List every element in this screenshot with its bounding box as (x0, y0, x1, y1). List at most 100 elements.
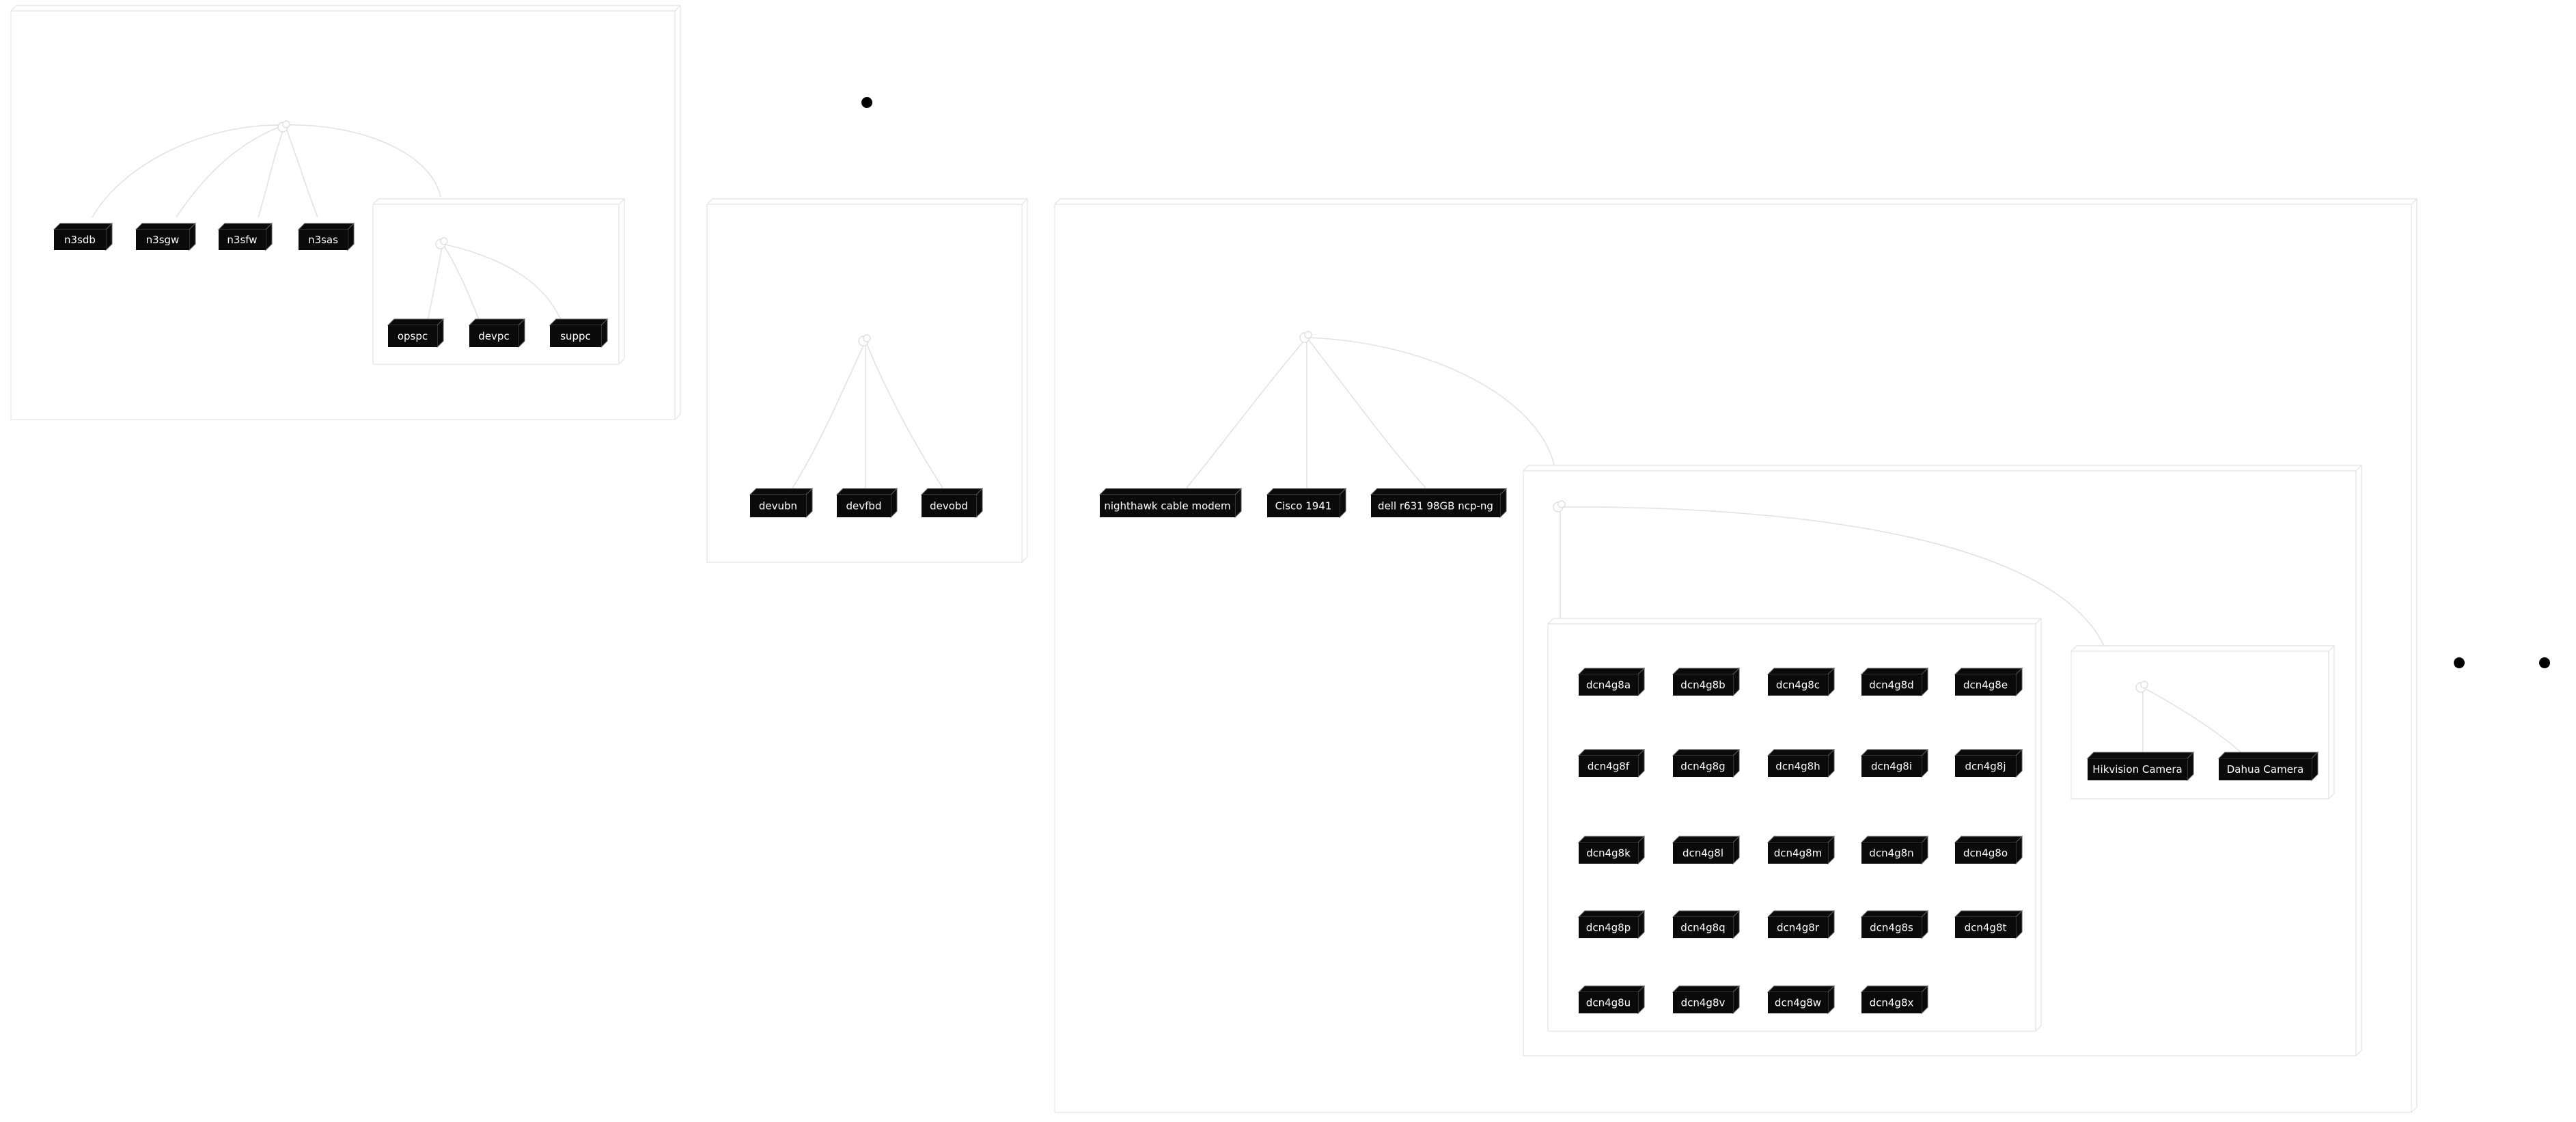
device-node[interactable]: dcn4g8j (1954, 748, 2023, 778)
node-label: dcn4g8s (1870, 922, 1913, 934)
node-label: opspc (398, 330, 428, 342)
device-node[interactable]: dcn4g8n (1860, 835, 1929, 865)
node-label: dcn4g8h (1775, 761, 1820, 773)
device-node[interactable]: dcn4g8q (1672, 909, 1741, 940)
device-node[interactable]: dcn4g8h (1767, 748, 1836, 778)
connection-edge (284, 124, 318, 218)
node-top-face (53, 223, 113, 230)
node-label: devubn (759, 500, 797, 512)
node-front-face (219, 230, 266, 250)
device-node[interactable]: n3sas (297, 222, 355, 251)
node-top-face (1767, 985, 1836, 993)
device-node[interactable]: dcn4g8s (1860, 909, 1929, 940)
device-node[interactable]: dcn4g8w (1767, 985, 1836, 1015)
device-node[interactable]: nighthawk cable modem (1098, 487, 1243, 519)
device-node[interactable]: dcn4g8p (1577, 909, 1646, 940)
node-top-face (1672, 668, 1741, 675)
node-front-face (1861, 992, 1922, 1013)
node-front-face (1673, 756, 1733, 777)
node-front-face (550, 325, 601, 347)
node-front-face (1768, 917, 1828, 938)
device-node[interactable]: dcn4g8g (1672, 748, 1741, 778)
device-node[interactable]: dcn4g8c (1767, 667, 1836, 697)
node-label: nighthawk cable modem (1104, 500, 1230, 512)
node-label: Dahua Camera (2227, 763, 2304, 776)
device-node[interactable]: dcn4g8b (1672, 667, 1741, 697)
node-top-face (135, 223, 197, 230)
node-top-face (1860, 910, 1929, 918)
device-node[interactable]: Dahua Camera (2217, 751, 2319, 782)
node-label: n3sfw (227, 234, 257, 246)
node-front-face (1955, 843, 2016, 864)
node-label: dcn4g8r (1777, 922, 1820, 934)
connection-edge (865, 340, 943, 489)
device-node[interactable]: dcn4g8t (1954, 909, 2023, 940)
device-node[interactable]: dell r631 98GB ncp-ng (1370, 487, 1508, 519)
node-top-face (1672, 749, 1741, 756)
device-node[interactable]: dcn4g8l (1672, 835, 1741, 865)
device-node[interactable]: dcn4g8o (1954, 835, 2023, 865)
node-label: dcn4g8n (1869, 847, 1913, 860)
node-label: dcn4g8q (1680, 922, 1725, 934)
device-node[interactable]: dcn4g8v (1672, 985, 1741, 1015)
node-label: dcn4g8e (1963, 679, 2008, 692)
node-label: n3sdb (64, 234, 96, 246)
frame-dcn-group (1547, 618, 2042, 1032)
node-label: dcn4g8w (1775, 997, 1821, 1009)
node-label: Hikvision Camera (2092, 763, 2182, 776)
device-node[interactable]: n3sgw (135, 222, 197, 251)
device-node[interactable]: opspc (387, 318, 445, 348)
node-front-face (1768, 674, 1828, 696)
device-node[interactable]: dcn4g8d (1860, 667, 1929, 697)
node-top-face (1767, 749, 1836, 756)
device-node[interactable]: dcn4g8f (1577, 748, 1646, 778)
node-top-face (1577, 985, 1646, 993)
device-node[interactable]: dcn4g8a (1577, 667, 1646, 697)
node-front-face (1768, 843, 1828, 864)
device-node[interactable]: dcn4g8x (1860, 985, 1929, 1015)
hub-point (435, 237, 448, 249)
device-node[interactable]: suppc (549, 318, 609, 348)
node-front-face (2219, 758, 2312, 780)
device-node[interactable]: Cisco 1941 (1266, 487, 1347, 519)
device-node[interactable]: n3sdb (53, 222, 113, 251)
device-node[interactable]: dcn4g8k (1577, 835, 1646, 865)
node-front-face (1579, 756, 1638, 777)
hub-point (1299, 331, 1312, 343)
device-node[interactable]: dcn4g8u (1577, 985, 1646, 1015)
node-label: devpc (478, 330, 509, 342)
device-node[interactable]: dcn4g8e (1954, 667, 2023, 697)
node-label: dcn4g8c (1776, 679, 1820, 692)
node-label: n3sas (308, 234, 338, 246)
device-node[interactable]: devpc (468, 318, 526, 348)
node-label: devobd (930, 500, 968, 512)
device-node[interactable]: devobd (920, 487, 984, 519)
node-top-face (1577, 749, 1646, 756)
node-label: dcn4g8d (1869, 679, 1913, 692)
node-label: dcn4g8v (1681, 997, 1726, 1009)
node-top-face (1767, 836, 1836, 843)
node-top-face (217, 223, 273, 230)
hub-points (277, 120, 2148, 693)
node-front-face (922, 495, 976, 517)
device-node[interactable]: dcn4g8m (1767, 835, 1836, 865)
device-node[interactable]: dcn4g8i (1860, 748, 1929, 778)
node-front-face (1673, 917, 1733, 938)
node-label: dcn4g8a (1586, 679, 1631, 692)
node-top-face (1860, 668, 1929, 675)
node-front-face (54, 230, 106, 250)
device-node[interactable]: Hikvision Camera (2086, 751, 2195, 782)
device-node[interactable]: n3sfw (217, 222, 273, 251)
node-front-face (1955, 674, 2016, 696)
node-label: dcn4g8b (1680, 679, 1725, 692)
connection-edge (1306, 337, 1555, 465)
hub-point (2135, 681, 2148, 693)
node-front-face (136, 230, 189, 250)
hub-point (1553, 500, 1566, 512)
node-front-face (1861, 674, 1922, 696)
device-node[interactable]: devubn (749, 487, 814, 519)
hub-point (277, 120, 290, 133)
device-node[interactable]: dcn4g8r (1767, 909, 1836, 940)
device-node[interactable]: devfbd (835, 487, 898, 519)
